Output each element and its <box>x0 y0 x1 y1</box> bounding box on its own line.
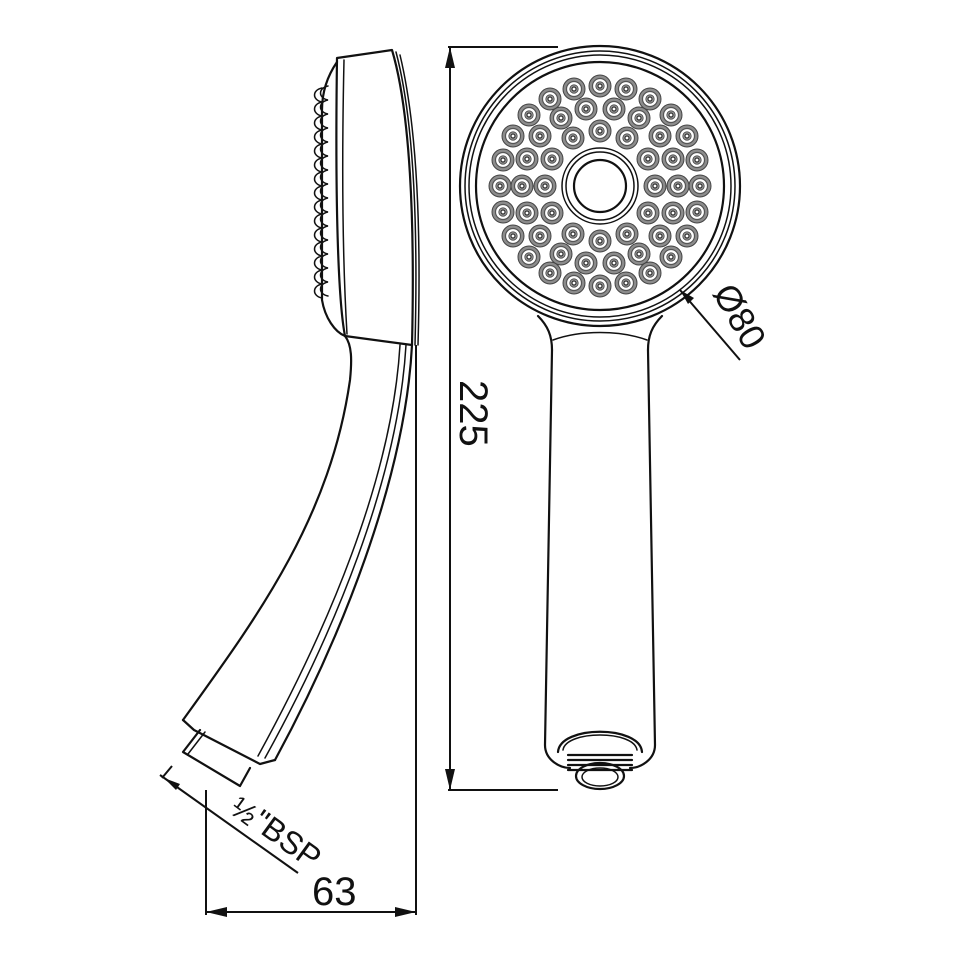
dimension-63: 63 <box>205 345 417 917</box>
threaded-connector <box>556 730 644 791</box>
dimension-bsp: ½ "BSP <box>159 765 328 876</box>
nozzle-pattern <box>488 74 712 298</box>
diameter-label: Ø80 <box>705 277 775 356</box>
side-view <box>181 48 420 788</box>
depth-label: 63 <box>312 870 357 914</box>
overall-length-label: 225 <box>451 380 495 447</box>
dimension-225: 225 <box>445 46 558 791</box>
front-view <box>458 44 742 791</box>
side-nozzles <box>313 85 329 299</box>
